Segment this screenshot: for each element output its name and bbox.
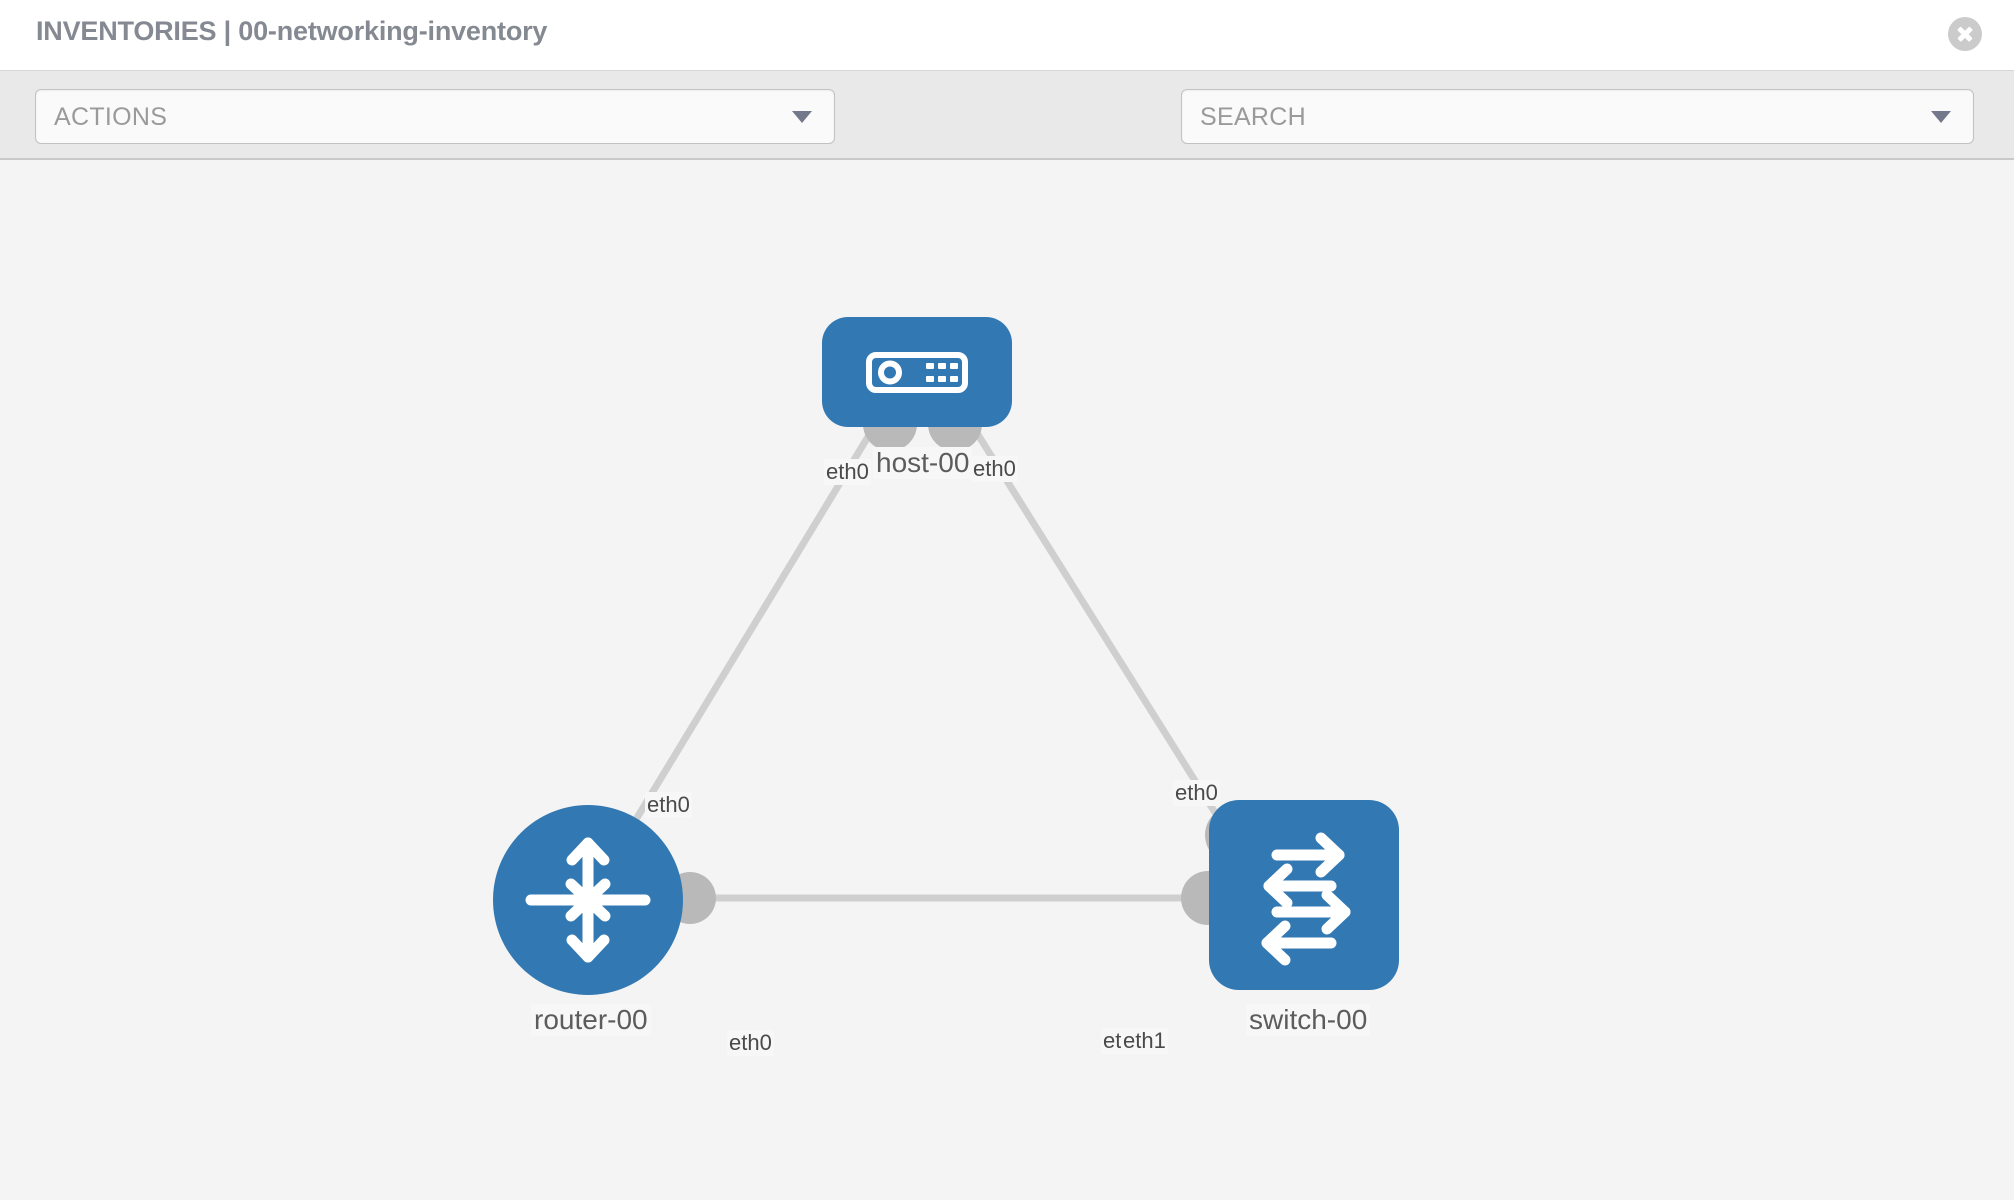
search-input[interactable]: SEARCH (1181, 89, 1974, 144)
close-icon[interactable] (1948, 17, 1982, 51)
chevron-down-icon[interactable] (1931, 110, 1951, 123)
page-header: INVENTORIES | 00-networking-inventory (0, 0, 2014, 70)
toolbar: ACTIONS SEARCH (0, 70, 2014, 202)
server-icon (866, 352, 968, 393)
node-router-00[interactable] (493, 805, 683, 995)
iface-label-switch-eth1-router: eth1 (1121, 1028, 1168, 1054)
actions-dropdown[interactable]: ACTIONS (35, 89, 835, 144)
router-arrows-icon (525, 837, 651, 963)
topology-edges (595, 412, 1249, 902)
iface-label-host-eth0-router: eth0 (824, 459, 871, 485)
node-label-switch-00: switch-00 (1246, 1004, 1371, 1036)
iface-label-host-eth0-switch: eth0 (971, 456, 1018, 482)
node-label-router-00: router-00 (531, 1004, 651, 1036)
iface-label-router-eth0-host: eth0 (645, 792, 692, 818)
topology-canvas[interactable]: host-00 router-00 switch-00 eth0 eth0 et… (0, 162, 2014, 1200)
page-title: INVENTORIES | 00-networking-inventory (36, 16, 548, 46)
iface-label-switch-eth0-host: eth0 (1173, 780, 1220, 806)
iface-label-router-eth0-switch: eth0 (727, 1030, 774, 1056)
node-label-host-00: host-00 (873, 447, 973, 479)
chevron-down-icon (792, 110, 812, 123)
node-host-00[interactable] (822, 317, 1012, 427)
actions-dropdown-label: ACTIONS (54, 103, 168, 131)
search-placeholder: SEARCH (1200, 103, 1306, 131)
switch-arrows-icon (1261, 832, 1351, 966)
node-switch-00[interactable] (1209, 800, 1399, 990)
